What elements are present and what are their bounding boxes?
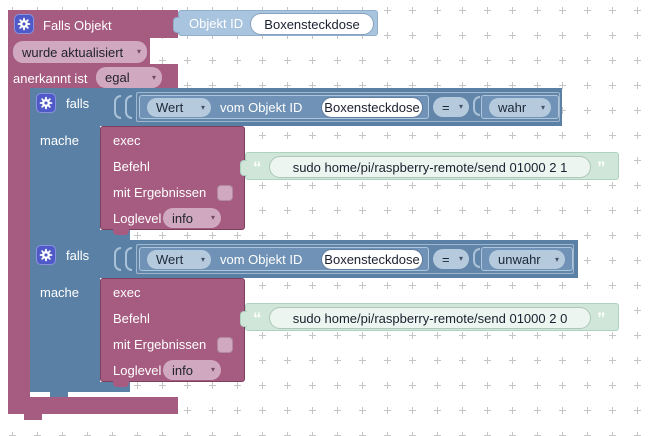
gear-icon[interactable] (36, 245, 56, 265)
quote-open-icon: “ (253, 309, 262, 328)
if-keyword: falls (66, 248, 90, 263)
exec-title: exec (113, 133, 141, 148)
chevron-down-icon: ▾ (210, 213, 215, 222)
ack-dropdown[interactable]: egal ▾ (96, 67, 162, 88)
socket-bracket (114, 247, 121, 271)
quote-close-icon: ” (597, 158, 606, 177)
with-results-checkbox[interactable] (217, 185, 233, 201)
chevron-down-icon: ▾ (554, 254, 559, 264)
with-results-label: mit Ergebnissen (113, 185, 207, 200)
of-object-label: vom Objekt ID (220, 100, 303, 115)
socket-bracket (473, 96, 480, 116)
command-label: Befehl (113, 311, 150, 326)
chevron-down-icon: ▾ (200, 254, 205, 264)
do-label: mache (40, 285, 80, 300)
text-block-command-2[interactable]: “ sudo home/pi/raspberry-remote/send 010… (240, 303, 619, 331)
gear-icon[interactable] (14, 14, 34, 34)
socket-bracket (125, 95, 132, 119)
command-field[interactable]: sudo home/pi/raspberry-remote/send 01000… (270, 157, 590, 177)
quote-close-icon: ” (597, 309, 606, 328)
loglevel-dropdown[interactable]: info ▾ (163, 360, 221, 380)
chevron-down-icon: ▾ (210, 365, 215, 374)
chevron-down-icon: ▾ (200, 102, 205, 112)
text-block-command-1[interactable]: “ sudo home/pi/raspberry-remote/send 010… (240, 152, 619, 180)
quote-open-icon: “ (253, 158, 262, 177)
socket-bracket (125, 247, 132, 271)
boolean-dropdown[interactable]: unwahr ▾ (489, 250, 565, 269)
command-field[interactable]: sudo home/pi/raspberry-remote/send 01000… (270, 308, 590, 328)
trigger-event-dropdown[interactable]: wurde aktualisiert ▾ (13, 41, 147, 63)
attribute-dropdown[interactable]: Wert ▾ (147, 250, 211, 269)
exec-block-2[interactable]: exec Befehl mit Ergebnissen Loglevel inf… (100, 278, 245, 387)
object-id-field[interactable]: Boxensteckdose (322, 98, 422, 117)
command-label: Befehl (113, 159, 150, 174)
get-value-block[interactable]: Wert ▾ vom Objekt ID Boxensteckdose (139, 247, 429, 271)
object-id-label: Objekt ID (189, 16, 244, 31)
chevron-down-icon: ▾ (151, 72, 156, 82)
of-object-label: vom Objekt ID (220, 252, 303, 267)
chevron-down-icon: ▾ (136, 47, 141, 56)
with-results-label: mit Ergebnissen (113, 337, 207, 352)
operator-dropdown[interactable]: = ▾ (433, 97, 469, 117)
object-id-block[interactable]: Objekt ID Boxensteckdose (173, 10, 378, 36)
with-results-checkbox[interactable] (217, 337, 233, 353)
ack-label: anerkannt ist (13, 71, 88, 86)
trigger-title: Falls Objekt (43, 18, 112, 33)
do-label: mache (40, 133, 80, 148)
get-value-block[interactable]: Wert ▾ vom Objekt ID Boxensteckdose (139, 95, 429, 119)
loglevel-dropdown[interactable]: info ▾ (163, 208, 221, 228)
loglevel-label: Loglevel (113, 363, 162, 378)
exec-block-1[interactable]: exec Befehl mit Ergebnissen Loglevel inf… (100, 126, 245, 235)
chevron-down-icon: ▾ (458, 254, 463, 263)
gear-icon[interactable] (36, 93, 56, 113)
compare-block[interactable]: Wert ▾ vom Objekt ID Boxensteckdose = ▾ … (136, 244, 574, 274)
loglevel-label: Loglevel (113, 211, 162, 226)
object-id-field[interactable]: Boxensteckdose (322, 250, 422, 269)
compare-block[interactable]: Wert ▾ vom Objekt ID Boxensteckdose = ▾ … (136, 92, 560, 122)
socket-bracket (473, 248, 480, 268)
operator-dropdown[interactable]: = ▾ (433, 249, 469, 269)
attribute-dropdown[interactable]: Wert ▾ (147, 98, 211, 117)
boolean-block[interactable]: unwahr ▾ (481, 247, 573, 271)
exec-title: exec (113, 285, 141, 300)
boolean-block[interactable]: wahr ▾ (481, 95, 559, 119)
boolean-dropdown[interactable]: wahr ▾ (489, 98, 551, 117)
socket-bracket (114, 95, 121, 119)
chevron-down-icon: ▾ (458, 102, 463, 111)
chevron-down-icon: ▾ (540, 102, 545, 112)
if-keyword: falls (66, 96, 90, 111)
object-id-field[interactable]: Boxensteckdose (251, 14, 373, 34)
